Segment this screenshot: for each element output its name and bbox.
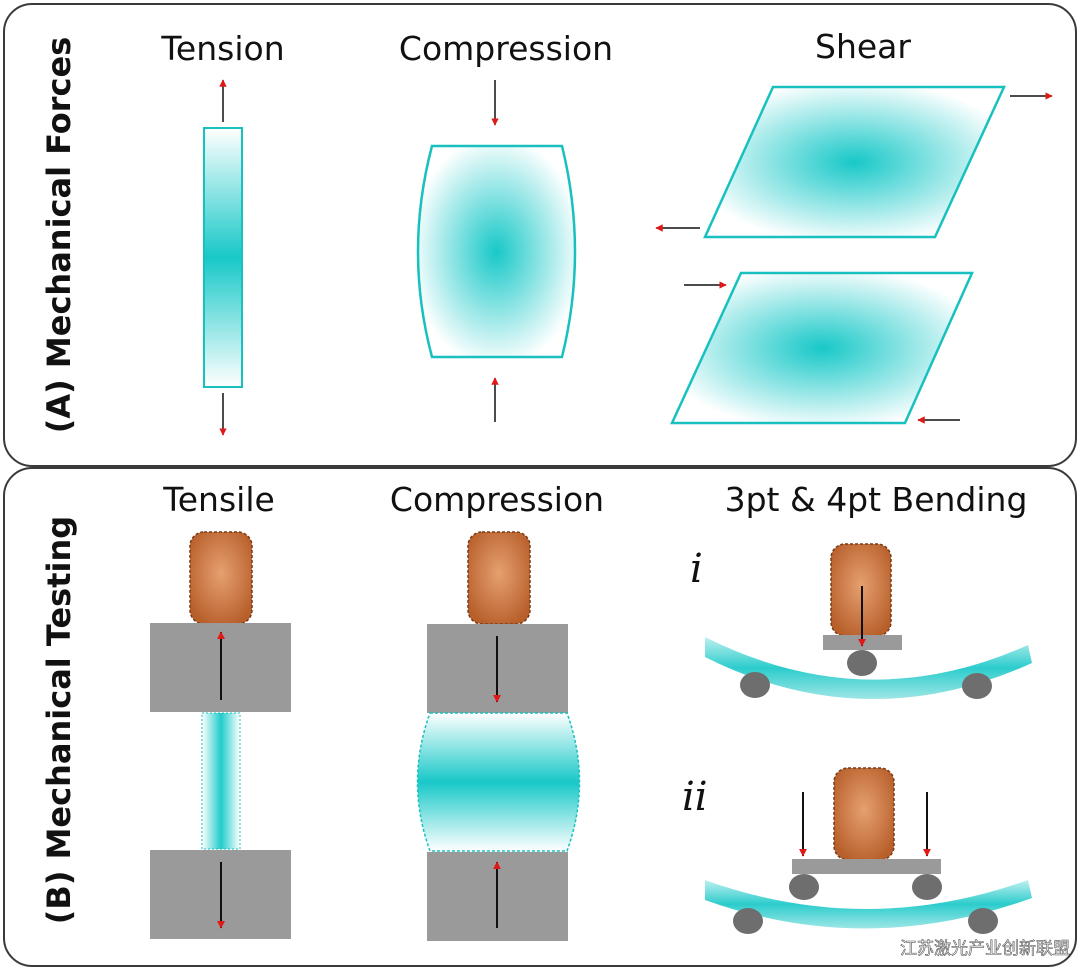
tensile-specimen	[201, 712, 241, 850]
compression-label-a: Compression	[399, 29, 613, 68]
tensile-indenter	[189, 531, 253, 625]
shear-label: Shear	[815, 27, 911, 66]
four-point-bending	[705, 767, 1032, 934]
bending-label: 3pt & 4pt Bending	[725, 480, 1028, 519]
tension-label: Tension	[160, 29, 284, 68]
watermark: 江苏激光产业创新联盟	[900, 939, 1070, 959]
top-roller-left-4pt	[789, 874, 819, 900]
panel-b-title: (B) Mechanical Testing	[40, 516, 78, 924]
load-plate-4pt	[792, 859, 941, 874]
compression-indenter	[467, 531, 531, 625]
top-roller-right-4pt	[912, 874, 942, 900]
tension-specimen	[203, 79, 243, 436]
beam-3pt	[705, 637, 1032, 700]
compression-label-b: Compression	[390, 480, 604, 519]
left-support-4pt	[733, 908, 763, 934]
three-point-bending	[705, 543, 1032, 700]
compression-specimen	[416, 80, 577, 422]
tensile-label: Tensile	[162, 480, 275, 519]
right-support-3pt	[962, 673, 992, 699]
right-support-4pt	[968, 908, 998, 934]
shear-specimen-top	[655, 85, 1053, 239]
roman-ii: ii	[682, 774, 708, 820]
top-roller-3pt	[847, 650, 877, 676]
roman-i: i	[690, 546, 703, 592]
shear-specimen-bottom	[670, 271, 974, 425]
indenter-4pt	[833, 767, 895, 861]
tensile-test	[150, 531, 291, 939]
compression-test	[416, 531, 581, 941]
panel-a-title: (A) Mechanical Forces	[40, 37, 78, 434]
beam-4pt	[705, 880, 1032, 929]
left-support-3pt	[740, 672, 770, 698]
compression-specimen-b	[416, 712, 581, 852]
